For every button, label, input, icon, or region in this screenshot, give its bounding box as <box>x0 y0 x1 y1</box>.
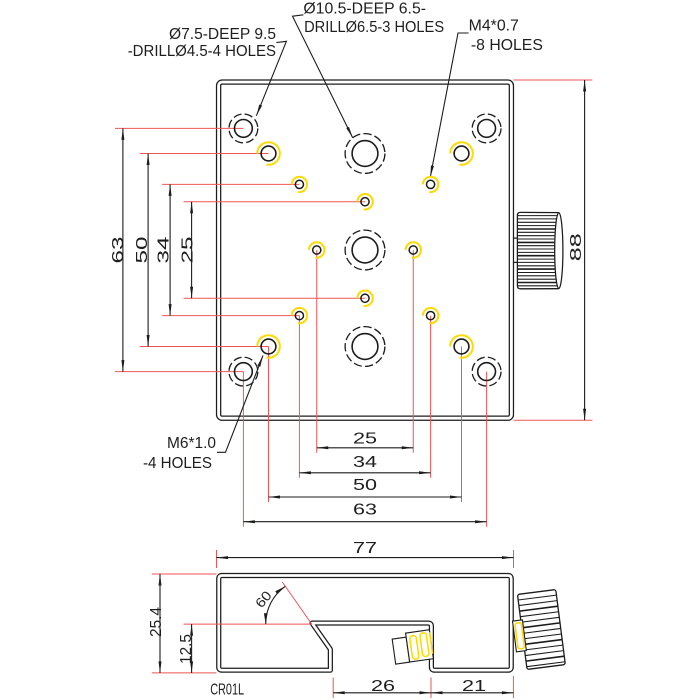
svg-text:DRILLØ6.5-3 HOLES: DRILLØ6.5-3 HOLES <box>304 19 444 36</box>
svg-text:34: 34 <box>155 236 172 263</box>
svg-text:25: 25 <box>180 236 197 263</box>
svg-text:25.4: 25.4 <box>148 607 165 637</box>
svg-text:60: 60 <box>252 588 274 611</box>
svg-text:21: 21 <box>462 678 486 695</box>
svg-text:88: 88 <box>568 233 585 261</box>
svg-text:77: 77 <box>353 540 377 557</box>
svg-text:26: 26 <box>371 678 395 695</box>
svg-text:63: 63 <box>353 502 377 519</box>
svg-text:50: 50 <box>353 477 377 494</box>
svg-text:-DRILLØ4.5-4 HOLES: -DRILLØ4.5-4 HOLES <box>128 43 276 60</box>
svg-text:34: 34 <box>353 454 377 471</box>
svg-text:CR01L: CR01L <box>210 682 244 699</box>
svg-text:25: 25 <box>353 431 377 448</box>
svg-text:Ø10.5-DEEP 6.5-: Ø10.5-DEEP 6.5- <box>303 0 426 17</box>
svg-text:63: 63 <box>110 236 127 263</box>
svg-text:M4*0.7: M4*0.7 <box>469 18 519 35</box>
svg-text:12.5: 12.5 <box>178 634 195 664</box>
svg-text:-4 HOLES: -4 HOLES <box>143 455 212 472</box>
svg-text:M6*1.0: M6*1.0 <box>167 435 216 452</box>
svg-text:Ø7.5-DEEP 9.5: Ø7.5-DEEP 9.5 <box>169 26 276 43</box>
svg-text:50: 50 <box>134 236 151 263</box>
svg-text:-8 HOLES: -8 HOLES <box>471 37 543 54</box>
